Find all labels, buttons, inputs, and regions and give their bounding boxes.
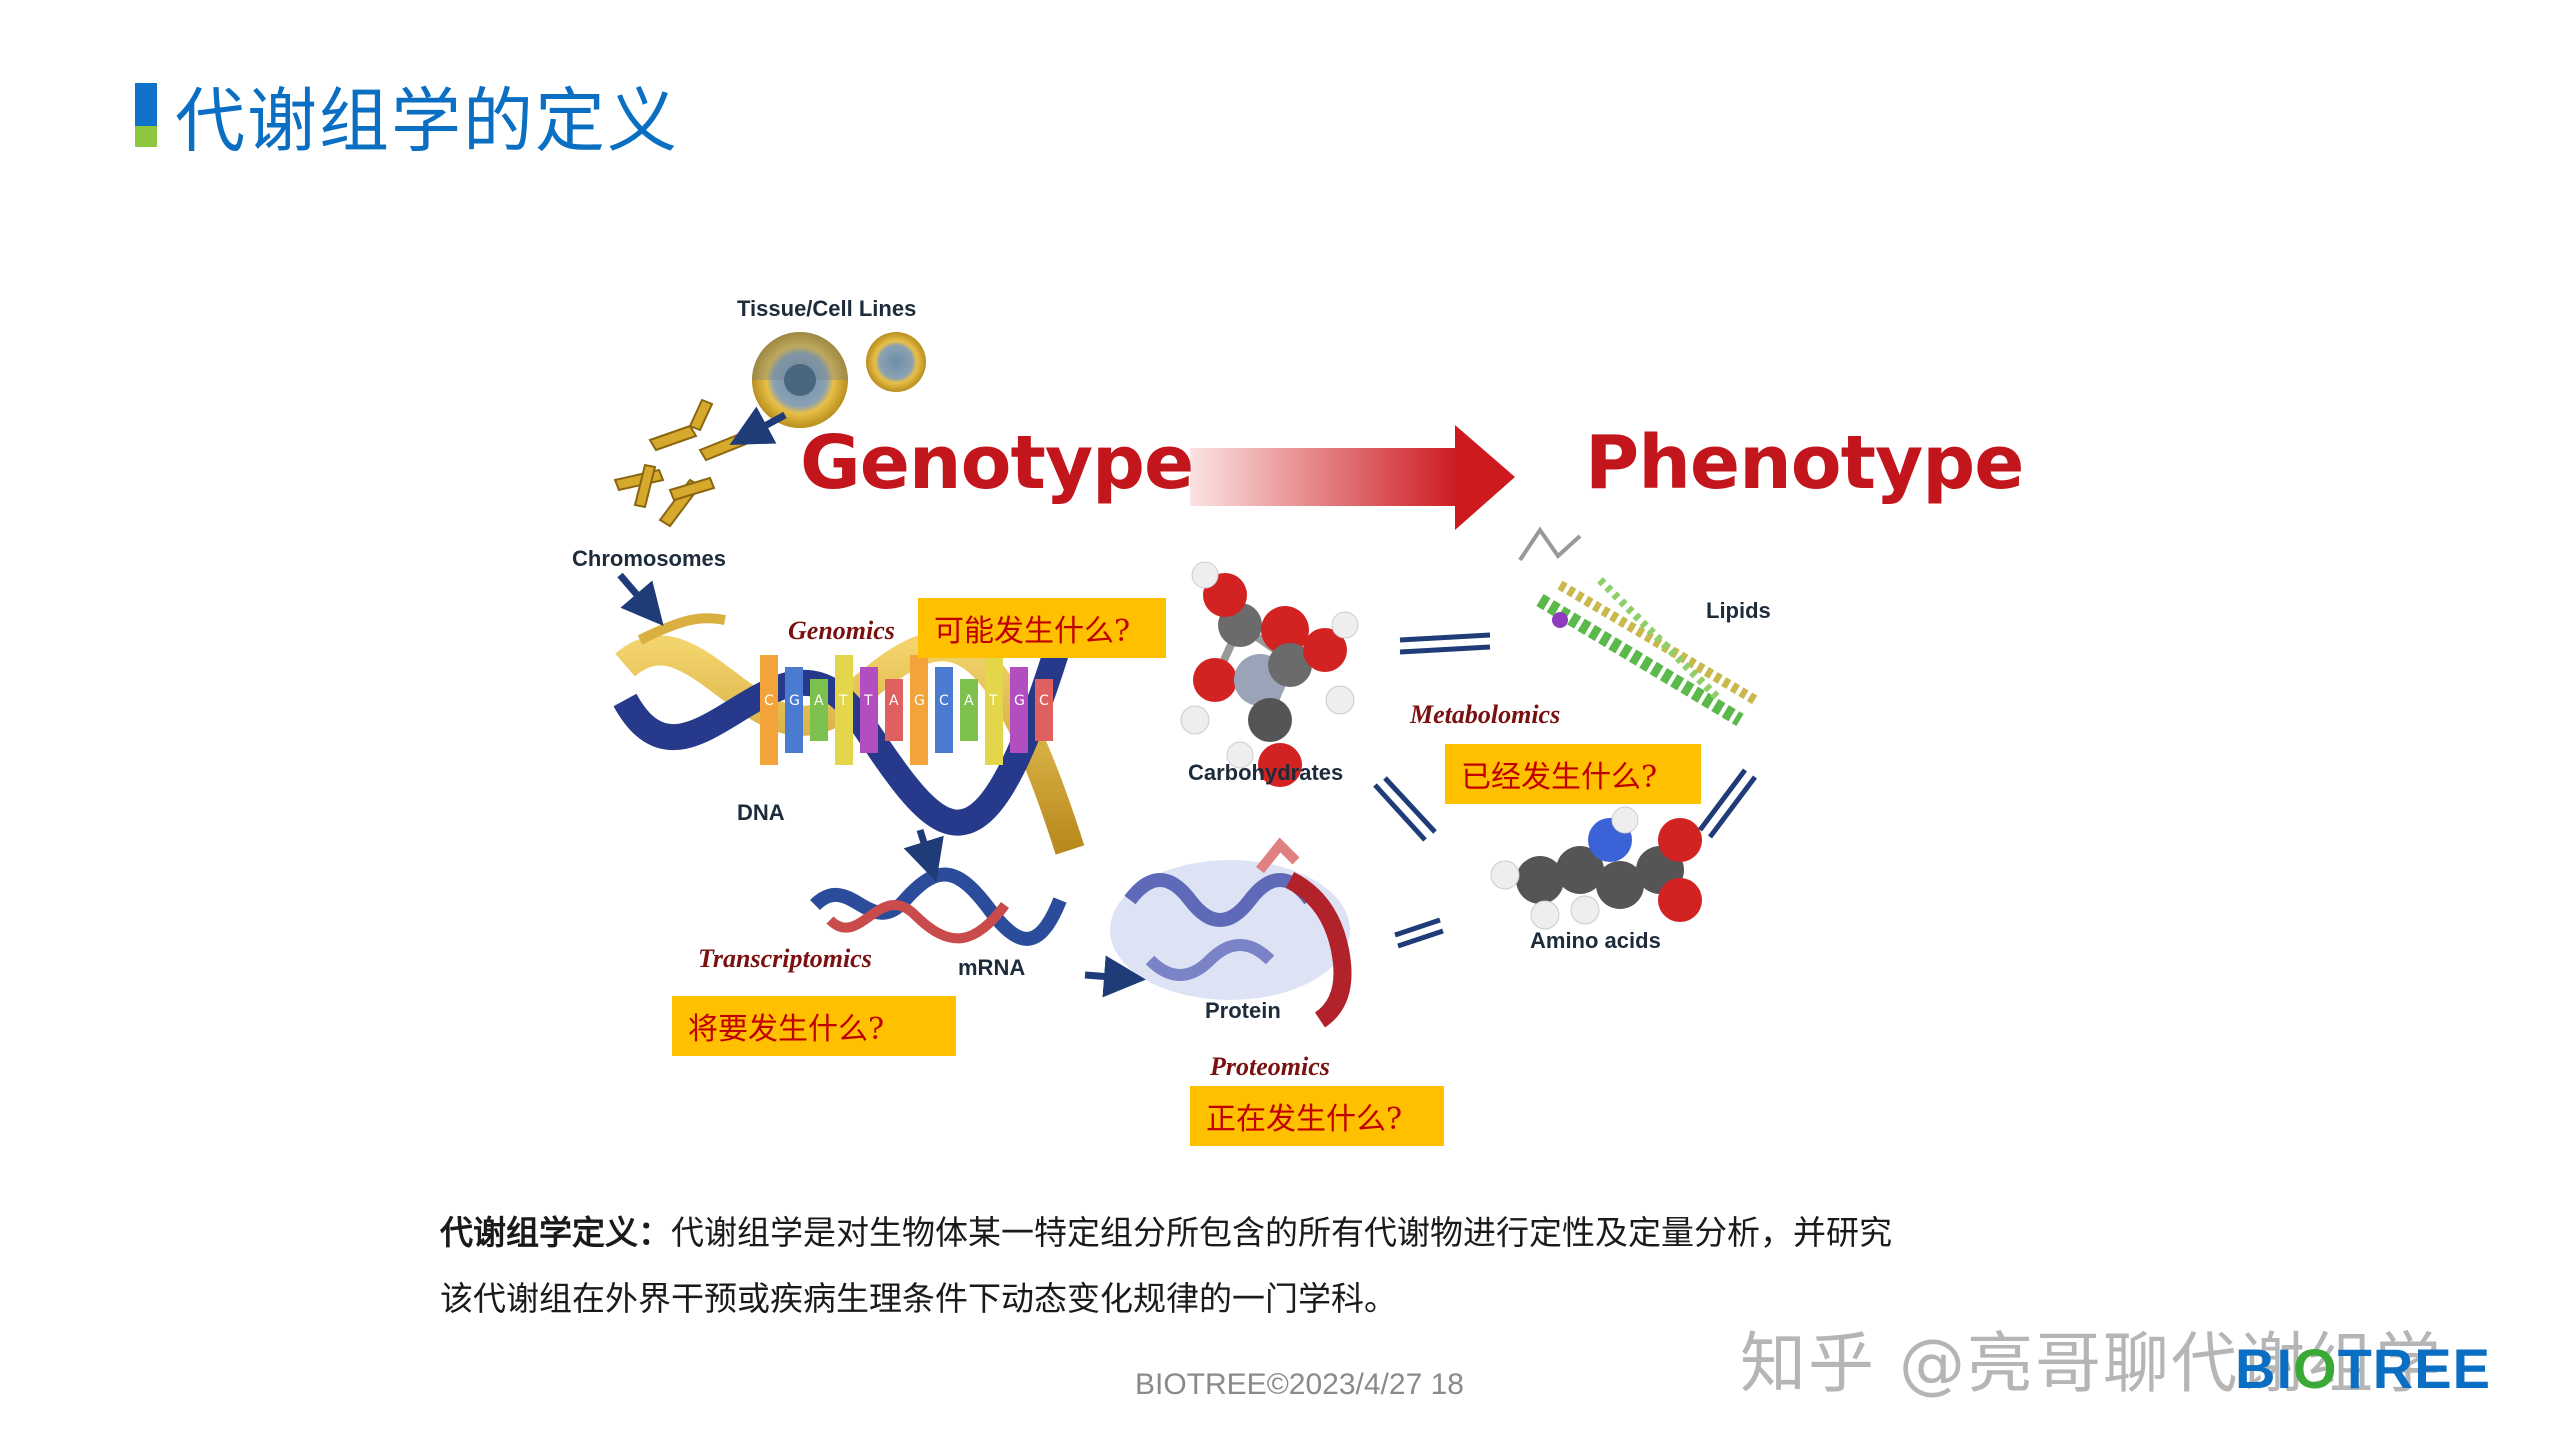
page-title: 代谢组学的定义 (175, 79, 679, 162)
dna-base-pair (810, 679, 828, 741)
definition-line-1: 代谢组学是对生物体某一特定组分所包含的所有代谢物进行定性及定量分析，并研究 (671, 1213, 1892, 1252)
watermark: 知乎 @亮哥聊代谢组学 (1740, 1325, 2443, 1402)
dna-base-letter: T (863, 693, 873, 709)
phenotype-label: Phenotype (1585, 420, 2024, 506)
dna-base-pair (910, 655, 928, 765)
dna-base-letter: A (814, 693, 824, 709)
dna-base-letter: A (889, 693, 899, 709)
equilibrium-arrows (1373, 632, 1757, 949)
title-accent-bar (135, 83, 157, 147)
flow-arrows (617, 406, 1146, 998)
carbohydrates-molecule-image (1180, 561, 1359, 787)
dna-base-letter: C (764, 693, 774, 709)
dna-base-letter: G (789, 693, 800, 709)
mrna-label: mRNA (958, 955, 1026, 980)
lipids-label: Lipids (1706, 598, 1771, 623)
proteomics-question-box: 正在发生什么? (1190, 1086, 1444, 1146)
chromosomes-label: Chromosomes (572, 546, 727, 571)
dna-base-pair (1035, 679, 1053, 741)
metabolomics-question-box: 已经发生什么? (1445, 744, 1701, 804)
dna-base-letter: T (838, 693, 848, 709)
tissue-label: Tissue/Cell Lines (737, 296, 917, 321)
metabolomics-label: Metabolomics (1410, 700, 1561, 729)
dna-base-pair (1010, 667, 1028, 753)
slide-footer: BIOTREE©2023/4/27 18 (1135, 1368, 1464, 1401)
chromosomes-image (613, 398, 748, 528)
transcriptomics-label: Transcriptomics (698, 944, 872, 973)
genotype-label: Genotype (800, 420, 1194, 506)
dna-base-pair (960, 679, 978, 741)
biotree-logo: BIOTREE (2235, 1337, 2491, 1400)
dna-base-pair (760, 655, 778, 765)
dna-base-letter: C (1039, 693, 1049, 709)
mrna-image (810, 867, 1067, 946)
amino-acids-label: Amino acids (1530, 928, 1661, 953)
dna-base-pair (860, 667, 878, 753)
transcriptomics-question-box: 将要发生什么? (672, 996, 956, 1056)
dna-label: DNA (737, 800, 785, 825)
dna-base-letter: A (964, 693, 974, 709)
definition-term: 代谢组学定义： (440, 1213, 671, 1252)
dna-base-pair (785, 667, 803, 753)
protein-image (1110, 837, 1352, 1028)
genotype-to-phenotype-arrow (1190, 425, 1515, 530)
dna-base-pair (885, 679, 903, 741)
lipids-image (1518, 526, 1758, 727)
dna-base-letter: C (939, 693, 949, 709)
amino-acids-molecule-image (1490, 806, 1702, 930)
dna-base-letter: G (1014, 693, 1025, 709)
proteomics-label: Proteomics (1210, 1052, 1330, 1081)
cell-image (752, 332, 926, 428)
genomics-question-box: 可能发生什么? (918, 598, 1166, 658)
genomics-label: Genomics (788, 616, 895, 645)
dna-base-letter: T (988, 693, 998, 709)
protein-label: Protein (1205, 998, 1281, 1023)
dna-base-letter: G (914, 693, 925, 709)
dna-base-pair (835, 655, 853, 765)
carbohydrates-label: Carbohydrates (1188, 760, 1344, 785)
dna-base-pair (935, 667, 953, 753)
definition-line-2: 该代谢组在外界干预或疾病生理条件下动态变化规律的一门学科。 (440, 1279, 1397, 1318)
dna-base-pair (985, 655, 1003, 765)
definition-text: 代谢组学定义：代谢组学是对生物体某一特定组分所包含的所有代谢物进行定性及定量分析… (440, 1200, 2120, 1332)
title-block: 代谢组学的定义 (135, 75, 679, 162)
